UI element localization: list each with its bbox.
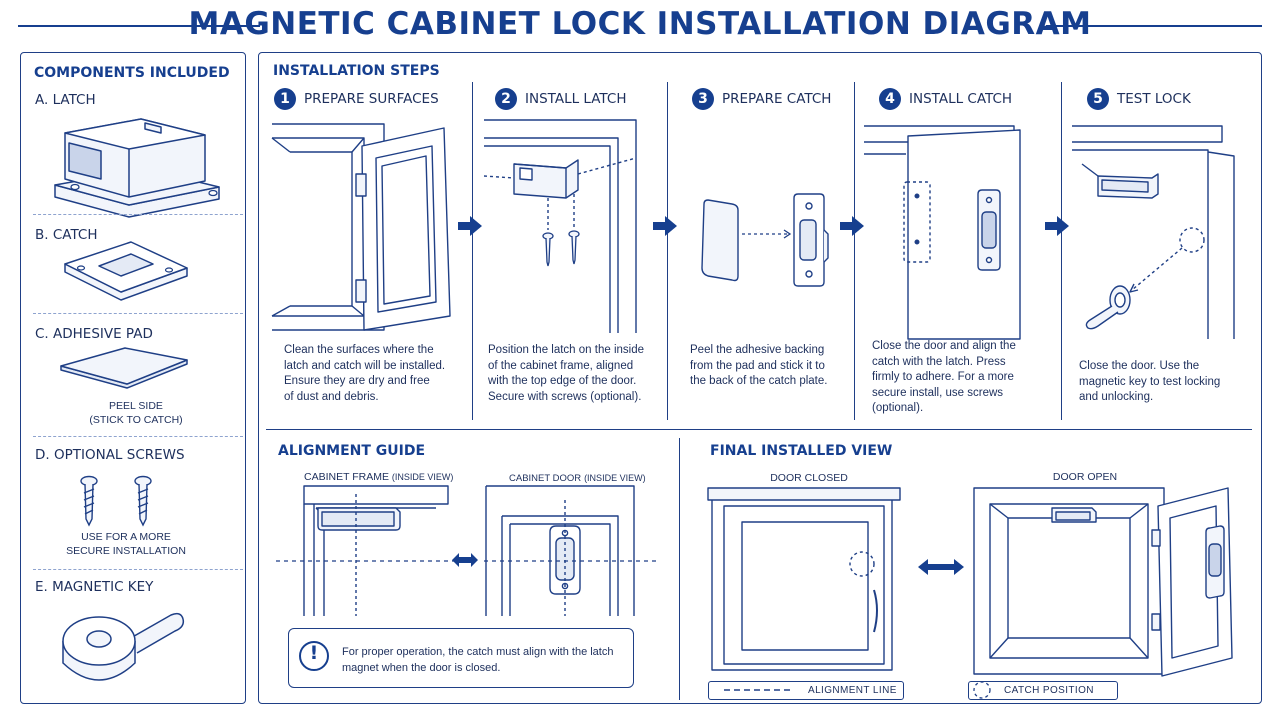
component-label-catch: B. CATCH xyxy=(35,227,98,243)
frame-caption: CABINET FRAME (INSIDE VIEW) xyxy=(304,471,454,483)
step-4-number: 4 xyxy=(879,88,901,110)
step-4-header: 4 INSTALL CATCH xyxy=(879,88,1012,110)
step-5-illustration xyxy=(1072,125,1235,339)
alignment-door-diagram xyxy=(484,485,660,616)
step-3-description: Peel the adhesive backing from the pad a… xyxy=(690,344,828,387)
step-5-label: TEST LOCK xyxy=(1117,91,1191,107)
step-2-label: INSTALL LATCH xyxy=(525,91,627,107)
step-3-illustration xyxy=(701,193,829,287)
magnetic-key-illustration xyxy=(62,612,185,681)
step-5-header: 5 TEST LOCK xyxy=(1087,88,1191,110)
final-view-heading: FINAL INSTALLED VIEW xyxy=(710,443,893,459)
step-separator-3 xyxy=(854,82,855,420)
components-divider-1 xyxy=(33,214,243,215)
alignment-line-legend-text: ALIGNMENT LINE xyxy=(808,685,897,696)
component-label-magnetic-key: E. MAGNETIC KEY xyxy=(35,579,154,595)
adhesive-pad-note: PEEL SIDE (STICK TO CATCH) xyxy=(89,400,183,426)
step-arrow-4 xyxy=(1045,216,1069,236)
step-1-label: PREPARE SURFACES xyxy=(304,91,439,107)
alignment-guide-heading: ALIGNMENT GUIDE xyxy=(278,443,426,459)
step-2-description: Position the latch on the inside of the … xyxy=(488,344,644,403)
info-alert-icon xyxy=(299,641,329,671)
step-4-label: INSTALL CATCH xyxy=(909,91,1013,107)
step-5-description: Close the door. Use the magnetic key to … xyxy=(1079,360,1221,403)
door-open-caption: DOOR OPEN xyxy=(1052,471,1118,483)
step-3-number: 3 xyxy=(692,88,714,110)
step-separator-1 xyxy=(472,82,473,420)
step-3-label: PREPARE CATCH xyxy=(722,91,832,107)
door-closed-caption: DOOR CLOSED xyxy=(770,472,848,484)
step-1-illustration xyxy=(271,123,451,331)
step-1-description: Clean the surfaces where the latch and c… xyxy=(284,344,446,403)
steps-bottom-divider xyxy=(266,429,1252,430)
step-5-number: 5 xyxy=(1087,88,1109,110)
installation-steps-heading: INSTALLATION STEPS xyxy=(273,63,440,79)
step-2-number: 2 xyxy=(495,88,517,110)
step-4-illustration xyxy=(864,125,1021,340)
step-arrow-3 xyxy=(840,216,864,236)
title-rule-right xyxy=(1046,25,1262,27)
door-open-double-arrow xyxy=(918,559,964,575)
catch-illustration xyxy=(64,241,188,301)
alignment-line-legend xyxy=(708,681,904,700)
step-separator-2 xyxy=(667,82,668,420)
step-1-header: 1 PREPARE SURFACES xyxy=(274,88,439,110)
step-arrow-2 xyxy=(653,216,677,236)
catch-position-legend-text: CATCH POSITION xyxy=(1004,685,1094,696)
components-heading: COMPONENTS INCLUDED xyxy=(34,65,230,81)
components-divider-3 xyxy=(33,436,243,437)
title-rule-left xyxy=(18,25,260,27)
step-arrow-1 xyxy=(458,216,482,236)
door-caption: CABINET DOOR (INSIDE VIEW) xyxy=(509,473,646,484)
door-open-illustration xyxy=(973,487,1233,677)
latch-illustration xyxy=(54,118,220,218)
step-2-illustration xyxy=(483,119,637,333)
step-2-header: 2 INSTALL LATCH xyxy=(495,88,626,110)
step-1-number: 1 xyxy=(274,88,296,110)
step-separator-4 xyxy=(1061,82,1062,420)
alignment-note-text: For proper operation, the catch must ali… xyxy=(342,646,614,674)
adhesive-pad-illustration xyxy=(60,347,188,389)
screws-illustration xyxy=(80,475,152,527)
screws-note: USE FOR A MORE SECURE INSTALLATION xyxy=(66,531,186,557)
step-4-description: Close the door and align the catch with … xyxy=(872,340,1016,414)
alignment-double-arrow xyxy=(452,553,478,567)
catch-position-legend xyxy=(968,681,1118,700)
alignment-frame-diagram xyxy=(276,485,454,616)
component-label-optional-screws: D. OPTIONAL SCREWS xyxy=(35,447,185,463)
page-title: MAGNETIC CABINET LOCK INSTALLATION DIAGR… xyxy=(188,6,1092,42)
catch-position-legend-swatch xyxy=(973,681,991,699)
components-divider-4 xyxy=(33,569,243,570)
lower-sections-separator xyxy=(679,438,680,700)
component-label-latch: A. LATCH xyxy=(35,92,96,108)
step-3-header: 3 PREPARE CATCH xyxy=(692,88,831,110)
component-label-adhesive-pad: C. ADHESIVE PAD xyxy=(35,326,153,342)
alignment-note xyxy=(288,628,634,688)
alert-icon-glyph: ! xyxy=(309,642,319,664)
components-divider-2 xyxy=(33,313,243,314)
door-closed-illustration xyxy=(707,487,901,671)
components-panel: COMPONENTS INCLUDED A. LATCH B. CATCH xyxy=(20,52,246,704)
alignment-line-legend-swatch xyxy=(724,689,790,691)
